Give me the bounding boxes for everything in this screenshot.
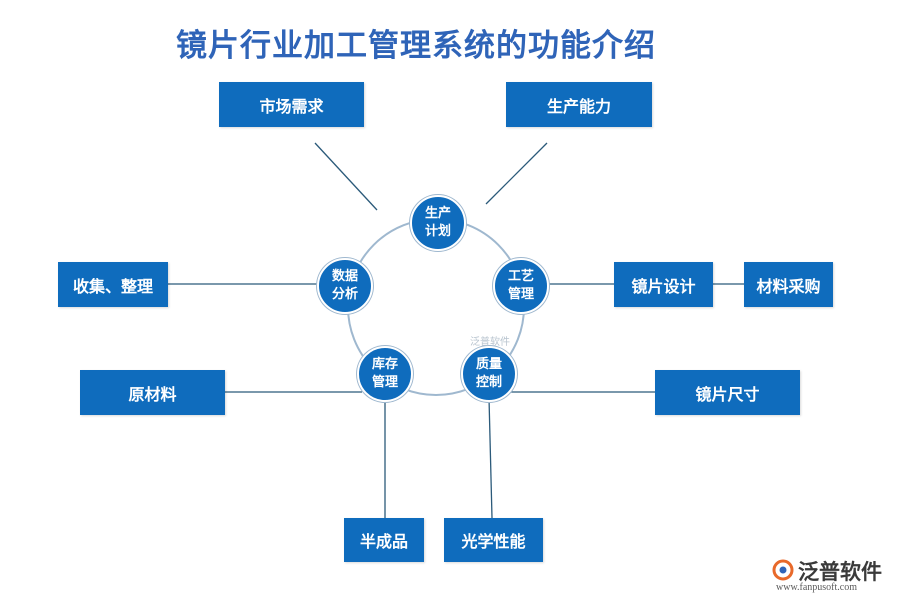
box-market-demand: 市场需求	[219, 82, 364, 127]
node-process-management: 工艺 管理	[493, 258, 549, 314]
brand-url: www.fanpusoft.com	[776, 582, 858, 593]
node-label-line1: 工艺	[507, 269, 534, 284]
node-label-line2: 分析	[331, 287, 358, 302]
box-lens-design: 镜片设计	[614, 262, 713, 307]
node-label-line2: 控制	[475, 375, 502, 390]
page-title: 镜片行业加工管理系统的功能介绍	[176, 28, 656, 64]
node-label-line1: 数据	[331, 269, 358, 284]
brand-name: 泛普软件	[798, 560, 882, 584]
box-capacity: 生产能力	[506, 82, 652, 127]
line-market-demand	[314, 142, 378, 211]
node-label-line1: 质量	[475, 357, 502, 372]
node-inventory-management: 库存 管理	[357, 346, 413, 402]
line-optical	[488, 397, 493, 519]
box-lens-size: 镜片尺寸	[655, 370, 800, 415]
watermark: 泛普软件	[470, 337, 510, 348]
line-capacity	[485, 142, 548, 205]
box-collect-organize: 收集、整理	[58, 262, 168, 307]
node-data-analysis: 数据 分析	[317, 258, 373, 314]
node-quality-control: 质量 控制	[461, 346, 517, 402]
box-raw-material: 原材料	[80, 370, 225, 415]
node-label-line1: 生产	[424, 206, 451, 221]
box-optical-performance: 光学性能	[444, 518, 543, 562]
node-label-line2: 管理	[507, 287, 534, 302]
node-label-line1: 库存	[371, 357, 398, 372]
box-material-purchase: 材料采购	[744, 262, 833, 307]
node-label-line2: 计划	[424, 224, 451, 239]
brand-logo: 泛普软件 www.fanpusoft.com	[768, 556, 888, 596]
node-production-plan: 生产 计划	[410, 195, 466, 251]
node-label-line2: 管理	[371, 375, 398, 390]
box-semi-finished: 半成品	[344, 518, 424, 562]
brand-logo-icon	[772, 559, 794, 581]
